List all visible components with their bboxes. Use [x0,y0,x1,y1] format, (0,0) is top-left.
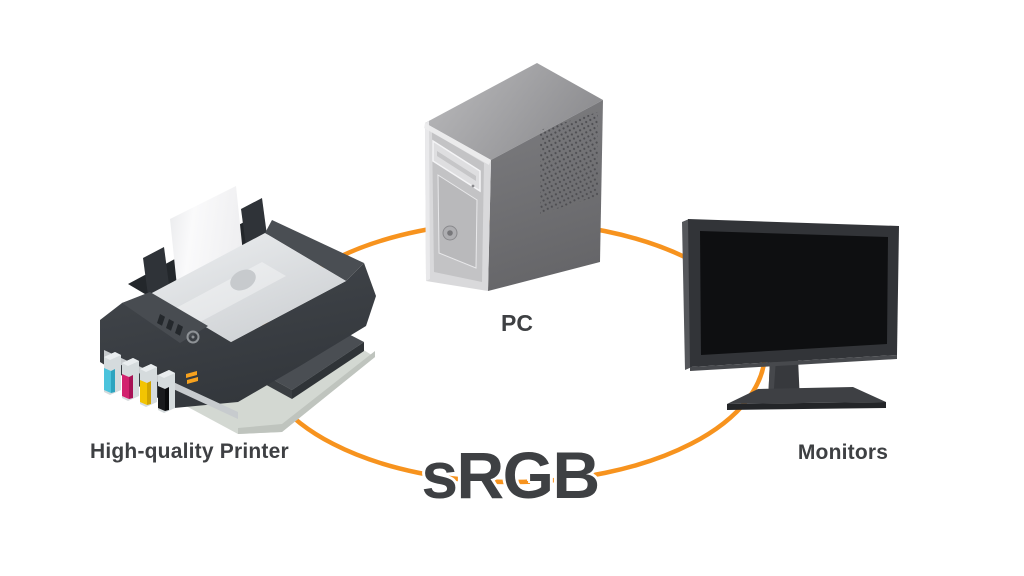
monitors-label: Monitors [797,441,889,464]
ink-cartridges-icon [104,352,175,413]
printer-icon [100,186,376,434]
pc-label: PC [501,310,533,336]
printer-label: High-quality Printer [90,440,289,463]
monitor-screen [700,231,888,355]
pc-tower-icon [424,63,603,291]
monitor-icon [682,219,899,410]
srgb-title: sRGB [421,438,600,512]
